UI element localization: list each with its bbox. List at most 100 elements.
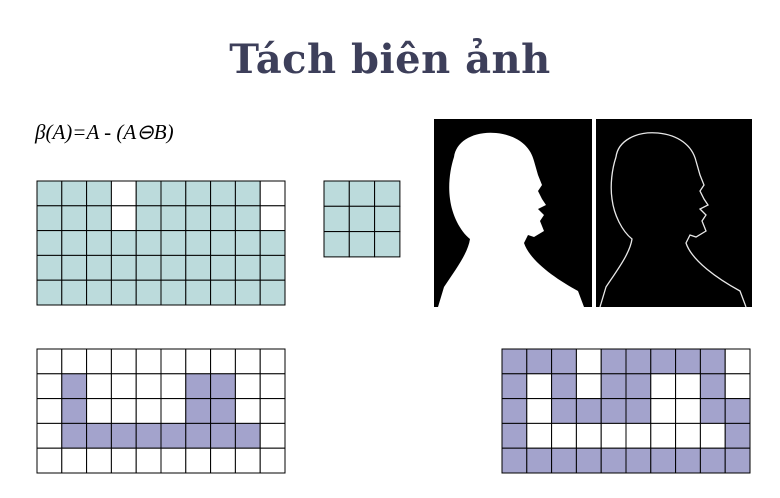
grid-cell-filled	[86, 254, 112, 281]
grid-cell-empty	[526, 373, 553, 400]
grid-cell-filled	[234, 205, 261, 232]
grid-cell-empty	[36, 348, 63, 375]
grid-cell-filled	[551, 348, 577, 375]
edge-background	[596, 119, 752, 307]
grid-cell-filled	[110, 230, 137, 256]
grid-cell-empty	[259, 398, 286, 424]
grid-cell-empty	[185, 447, 212, 474]
grid-cell-filled	[551, 447, 577, 474]
boundary-formula: β(A)=A - (A⊖B)	[35, 120, 174, 144]
grid-cell-filled	[650, 447, 677, 474]
grid-cell-empty	[36, 447, 63, 474]
grid-cell-filled	[110, 422, 137, 449]
grid-cell-filled	[210, 180, 236, 207]
grid-cell-filled	[600, 373, 627, 400]
grid-cell-filled	[724, 422, 751, 449]
grid-cell-filled	[551, 373, 577, 400]
grid-cell-empty	[210, 348, 236, 375]
grid-boundary	[501, 348, 751, 474]
grid-cell-empty	[86, 398, 112, 424]
grid-cell-filled	[323, 231, 350, 258]
grid-cell-empty	[185, 348, 212, 375]
grid-cell-filled	[135, 254, 162, 281]
grid-cell-empty	[724, 348, 751, 375]
grid-eroded	[36, 348, 286, 474]
grid-cell-filled	[575, 447, 602, 474]
grid-cell-empty	[234, 348, 261, 375]
grid-cell-empty	[650, 422, 677, 449]
grid-cell-empty	[699, 422, 726, 449]
grid-cell-filled	[110, 279, 137, 306]
grid-cell-empty	[110, 205, 137, 232]
grid-cell-empty	[650, 398, 677, 424]
edge-profile-outline	[599, 132, 747, 307]
grid-cell-empty	[625, 422, 652, 449]
grid-structuring-element	[323, 180, 401, 258]
grid-cell-filled	[575, 398, 602, 424]
grid-cell-empty	[110, 447, 137, 474]
grid-cell-empty	[86, 373, 112, 400]
grid-cell-filled	[61, 279, 88, 306]
grid-cell-filled	[210, 373, 236, 400]
grid-cell-filled	[625, 348, 652, 375]
grid-cell-filled	[724, 447, 751, 474]
grid-cell-filled	[600, 447, 627, 474]
grid-cell-filled	[210, 205, 236, 232]
grid-cell-empty	[86, 348, 112, 375]
grid-cell-empty	[259, 422, 286, 449]
grid-cell-empty	[675, 398, 701, 424]
grid-cell-empty	[135, 398, 162, 424]
grid-cell-filled	[501, 348, 528, 375]
grid-cell-filled	[234, 422, 261, 449]
edge-image	[596, 119, 752, 307]
grid-cell-filled	[699, 373, 726, 400]
grid-cell-empty	[234, 398, 261, 424]
grid-cell-filled	[61, 205, 88, 232]
grid-cell-filled	[600, 348, 627, 375]
grid-cell-filled	[61, 230, 88, 256]
grid-cell-filled	[185, 180, 212, 207]
grid-cell-filled	[135, 230, 162, 256]
grid-cell-empty	[36, 398, 63, 424]
grid-cell-filled	[675, 447, 701, 474]
grid-cell-filled	[86, 205, 112, 232]
grid-cell-filled	[348, 180, 376, 207]
grid-cell-empty	[210, 447, 236, 474]
grid-cell-filled	[86, 279, 112, 306]
grid-cell-filled	[160, 254, 187, 281]
grid-cell-filled	[259, 279, 286, 306]
grid-cell-filled	[501, 398, 528, 424]
grid-cell-filled	[210, 254, 236, 281]
grid-cell-empty	[650, 373, 677, 400]
grid-cell-filled	[185, 205, 212, 232]
grid-cell-empty	[61, 348, 88, 375]
grid-cell-filled	[699, 348, 726, 375]
grid-cell-filled	[234, 230, 261, 256]
grid-cell-empty	[135, 373, 162, 400]
grid-cell-filled	[210, 279, 236, 306]
silhouette-profile-shape	[438, 132, 584, 307]
grid-cell-empty	[135, 447, 162, 474]
grid-cell-empty	[234, 373, 261, 400]
grid-cell-empty	[259, 373, 286, 400]
grid-cell-filled	[135, 205, 162, 232]
grid-cell-filled	[501, 447, 528, 474]
grid-cell-empty	[259, 205, 286, 232]
grid-cell-filled	[699, 398, 726, 424]
grid-cell-empty	[551, 422, 577, 449]
grid-cell-filled	[551, 398, 577, 424]
grid-cell-filled	[234, 254, 261, 281]
grid-cell-filled	[625, 447, 652, 474]
grid-cell-filled	[160, 422, 187, 449]
grid-cell-empty	[110, 373, 137, 400]
grid-cell-empty	[600, 422, 627, 449]
grid-cell-filled	[526, 447, 553, 474]
grid-cell-filled	[323, 180, 350, 207]
grid-cell-filled	[36, 180, 63, 207]
grid-cell-empty	[160, 348, 187, 375]
grid-cell-empty	[575, 373, 602, 400]
grid-cell-filled	[135, 422, 162, 449]
grid-cell-empty	[259, 180, 286, 207]
grid-cell-empty	[259, 447, 286, 474]
grid-cell-filled	[36, 230, 63, 256]
